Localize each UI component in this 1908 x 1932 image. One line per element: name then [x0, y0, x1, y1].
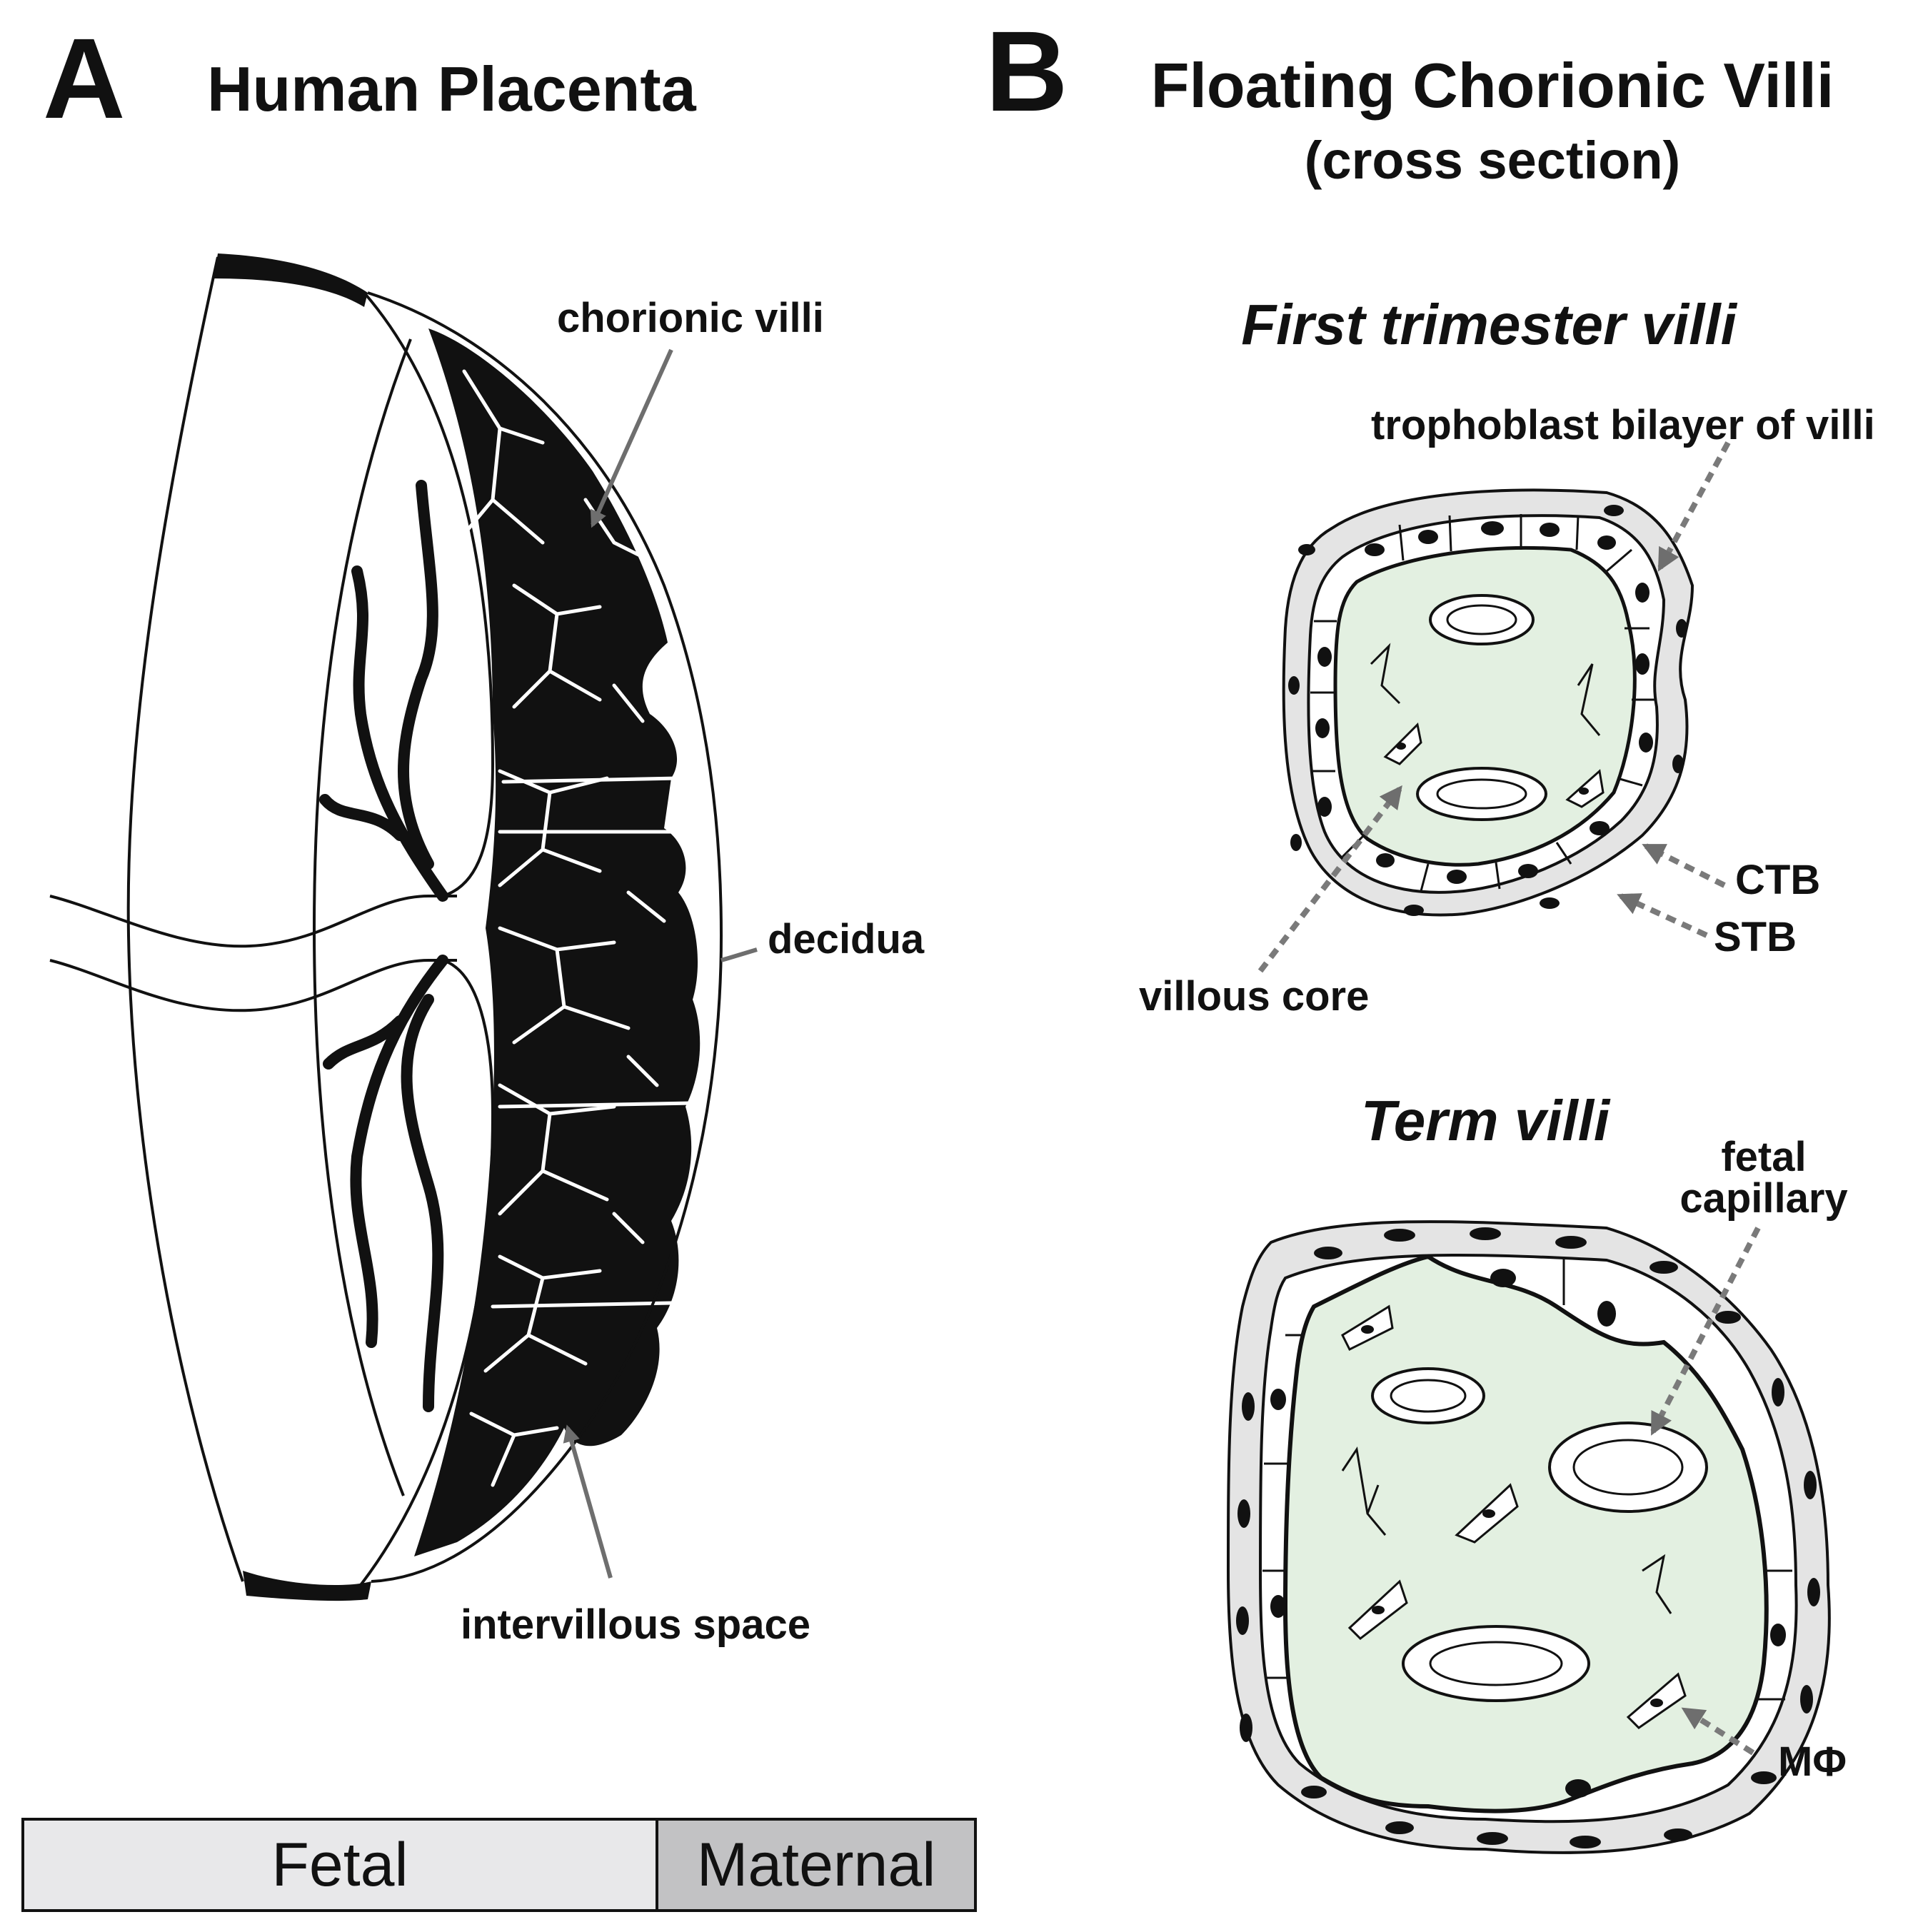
fetal-maternal-legend: Fetal Maternal [21, 1818, 977, 1912]
label-trophoblast-bilayer: trophoblast bilayer of villi [1371, 402, 1875, 448]
panel-a: A Human Placenta [21, 14, 977, 1912]
panel-b-title: Floating Chorionic Villi [1151, 50, 1834, 121]
fetal-membrane [126, 256, 244, 1582]
legend-fetal: Fetal [271, 1831, 408, 1899]
first-trimester-villus [1282, 488, 1694, 917]
term-villi-heading: Term villi [1361, 1089, 1611, 1152]
label-macrophage: MΦ [1778, 1739, 1847, 1785]
label-intervillous-space: intervillous space [461, 1601, 810, 1648]
villi-branches [455, 369, 695, 1487]
label-fetal-capillary-line1: fetal [1721, 1134, 1806, 1180]
fetal-box [21, 1818, 658, 1912]
panel-b-subtitle: (cross section) [1305, 131, 1680, 190]
fetal-vessels [319, 480, 448, 1412]
decidua [367, 291, 723, 1583]
umbilical-cord [49, 895, 457, 1012]
nuclei [1288, 505, 1687, 916]
villous-core [1333, 545, 1637, 867]
intervillous-space-mass [414, 328, 701, 1556]
maternal-box [656, 1818, 977, 1912]
chorionic-plate [312, 338, 412, 1496]
panel-b: B Floating Chorionic Villi (cross sectio… [985, 7, 1875, 1854]
label-ctb: CTB [1735, 857, 1820, 903]
panel-a-letter: A [43, 14, 126, 142]
label-fetal-capillary-line2: capillary [1679, 1175, 1847, 1222]
capillaries [1416, 594, 1547, 821]
panel-b-letter: B [985, 7, 1068, 135]
label-villous-core: villous core [1139, 973, 1369, 1020]
label-stb: STB [1714, 914, 1797, 960]
label-chorionic-villi: chorionic villi [557, 295, 824, 341]
term-capillaries [1371, 1367, 1708, 1702]
legend-maternal: Maternal [697, 1831, 936, 1899]
term-nuclei [1236, 1227, 1820, 1848]
term-villus [1226, 1220, 1831, 1854]
panel-a-title: Human Placenta [207, 54, 697, 124]
first-trimester-heading: First trimester villi [1241, 293, 1737, 356]
label-decidua: decidua [768, 916, 925, 962]
